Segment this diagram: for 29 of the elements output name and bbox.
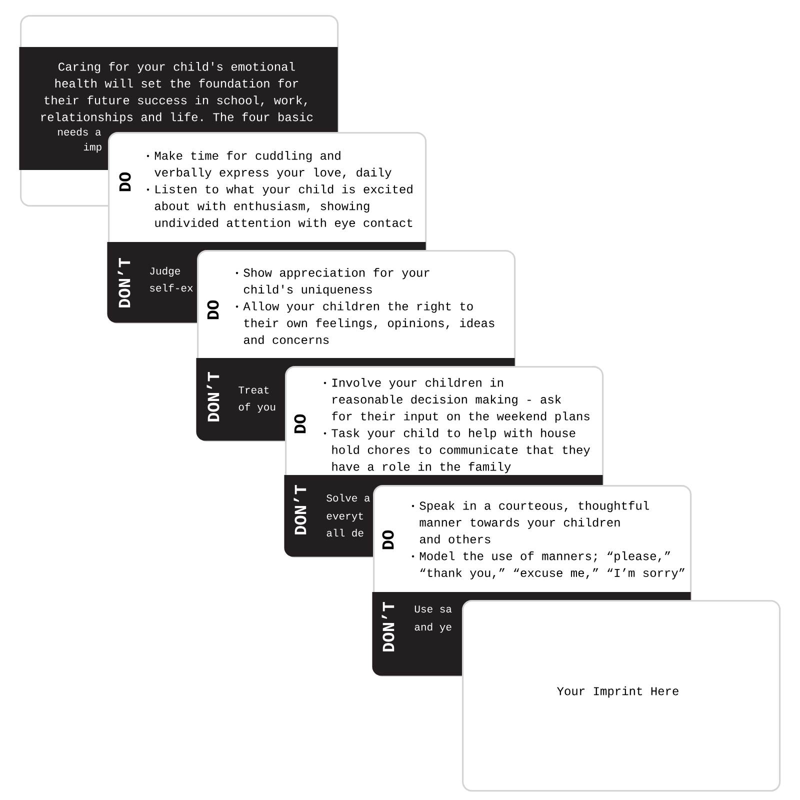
dont-label: DON’T <box>382 602 394 652</box>
dont-label: DON’T <box>118 258 130 308</box>
text-fragment: needs a <box>58 128 101 136</box>
intro-text: Caring for your child's emotional health will set the foundation for their future success in school, work, relationships and life. The four basic <box>41 62 313 124</box>
dont-label: DON’T <box>294 485 306 534</box>
text-fragment: self-ex <box>150 284 193 292</box>
bullet-item: Allow your children the right to their own feelings, opinions, ideas and concerns <box>236 302 494 344</box>
text-fragment: imp <box>84 142 102 153</box>
do-label: DO <box>207 300 219 320</box>
text-fragment: and ye <box>414 622 452 633</box>
text-fragment: of you <box>238 402 276 413</box>
text-fragment: Judge <box>150 266 180 277</box>
do-label: DO <box>119 172 131 192</box>
bullet-item: Task your child to help with house hold chores to communicate that they have a role in the family <box>324 428 590 474</box>
bullet-item: Show appreciation for your child's uniqueness <box>236 268 430 296</box>
do-label: DO <box>382 530 394 550</box>
text-fragment: Treat <box>238 386 269 394</box>
text-fragment: all de <box>326 528 364 537</box>
bullet-item: Involve your children in reasonable decision making - ask for their input on the weekend plans <box>324 378 590 423</box>
imprint-text: Your Imprint Here <box>557 686 678 698</box>
dont-label: DON’T <box>206 372 220 422</box>
text-fragment: Use sa <box>414 606 452 613</box>
text-fragment: Solve a <box>326 494 370 502</box>
bullet-item: Speak in a courteous, thoughtful manner towards your children and others <box>412 501 649 544</box>
bullet-item: Make time for cuddling and verbally express your love, daily <box>146 151 392 179</box>
text-fragment: everyt <box>326 512 363 522</box>
bullet-item: Listen to what your child is excited about with enthusiasm, showing undivided attention with eye contact <box>146 184 412 230</box>
do-label: DO <box>294 414 306 434</box>
bullet-item: Model the use of manners; “please,” “thank you,” “excuse me,” “I’m sorry” <box>412 551 685 580</box>
